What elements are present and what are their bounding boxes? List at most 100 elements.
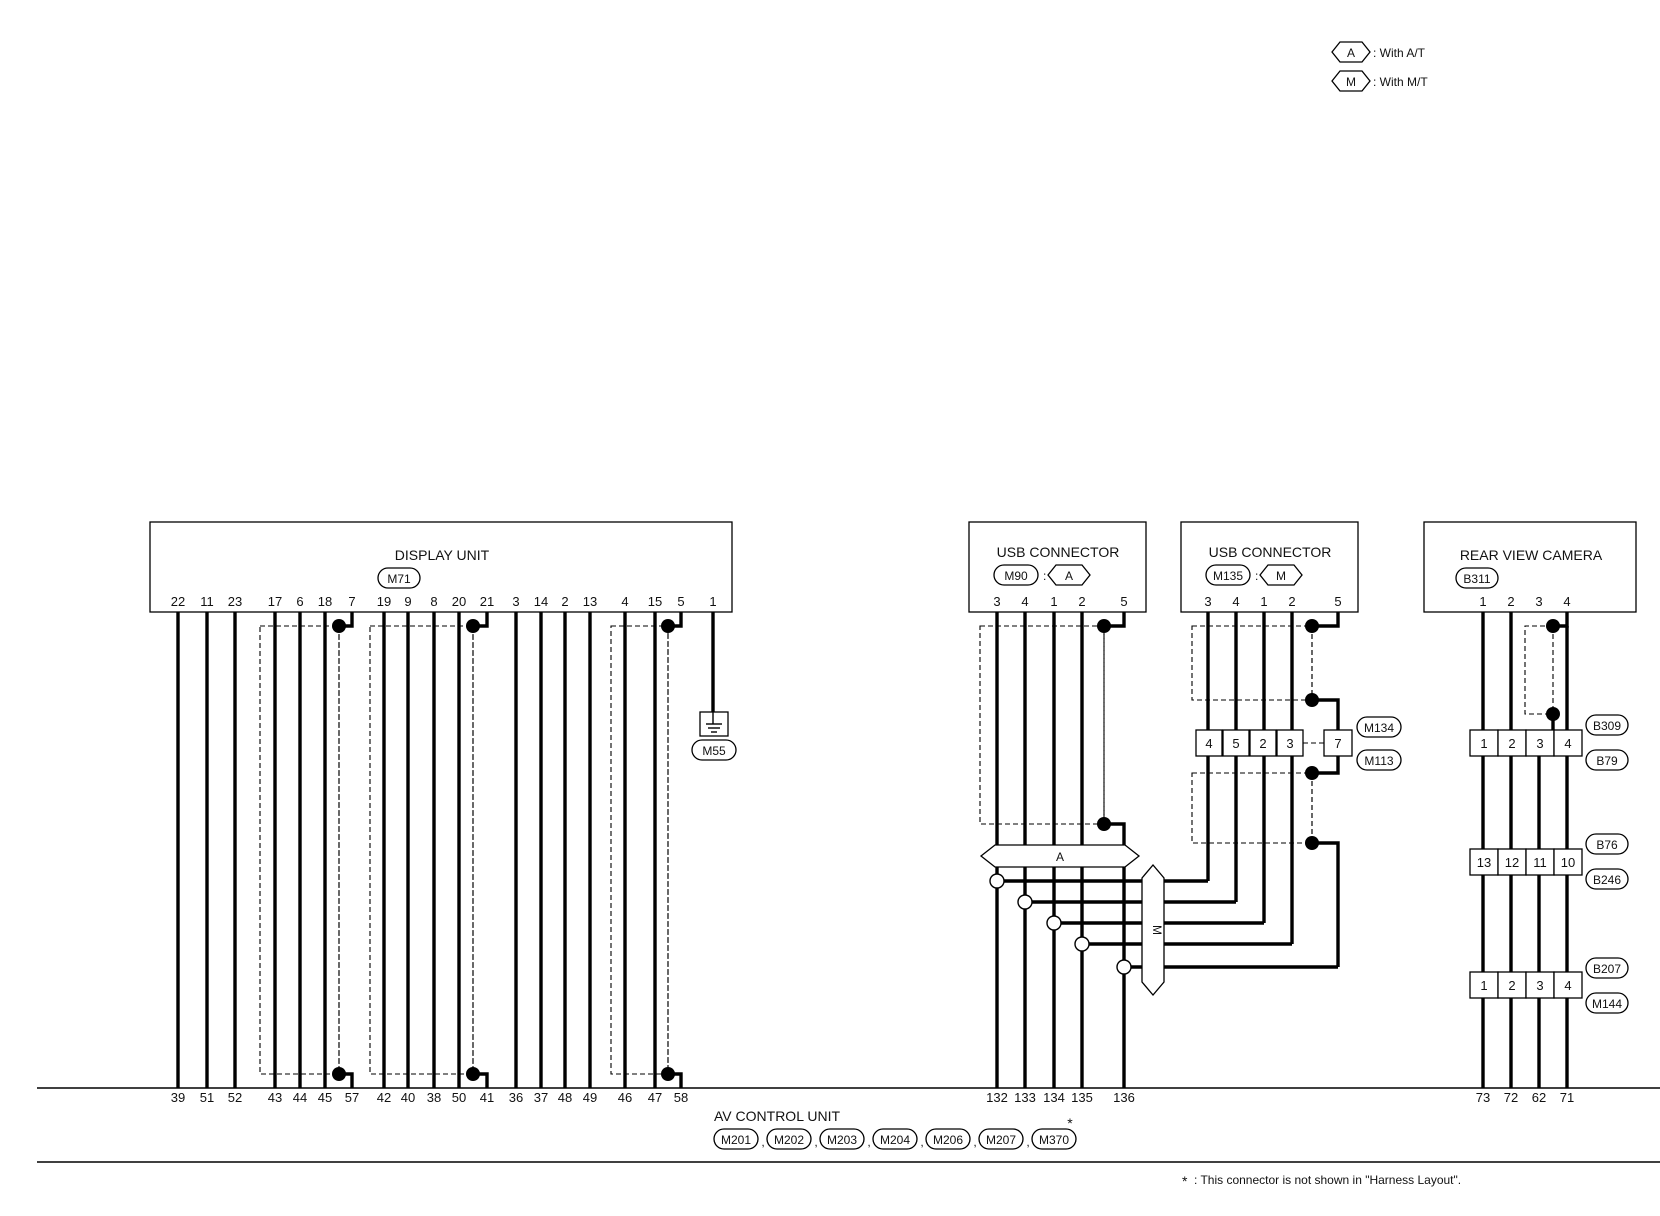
av-control-title: AV CONTROL UNIT [714, 1108, 840, 1124]
av-pin-42: 42 [377, 1090, 391, 1105]
av-connector-separator: , [814, 1135, 817, 1149]
display-unit-box [149, 521, 733, 613]
b309-pin-3: 3 [1536, 736, 1543, 751]
du-pin-14: 14 [534, 594, 548, 609]
usb-mt-pin-3: 3 [1204, 594, 1211, 609]
av-pin-47: 47 [648, 1090, 662, 1105]
legend: A : With A/T M : With M/T [1331, 41, 1428, 92]
usb-mt-pin-2: 2 [1288, 594, 1295, 609]
ground-connector: M55 [702, 744, 726, 758]
du-pin-3: 3 [512, 594, 519, 609]
splice-m-label: M [1150, 925, 1164, 935]
legend-m-hexagon [1331, 70, 1371, 92]
b309-pin-1: 1 [1480, 736, 1487, 751]
camera-title: REAR VIEW CAMERA [1460, 547, 1603, 563]
display-unit-connector: M71 [387, 572, 411, 586]
du-pin-5: 5 [677, 594, 684, 609]
cam-pin-4: 4 [1563, 594, 1570, 609]
cam-pin-1: 1 [1479, 594, 1486, 609]
av-pin-132: 132 [986, 1090, 1008, 1105]
b207-pin-2: 2 [1508, 978, 1515, 993]
cam-pin-3: 3 [1535, 594, 1542, 609]
av-pin-71: 71 [1560, 1090, 1574, 1105]
m134-pin-3: 3 [1286, 736, 1293, 751]
splice-m: M [1141, 863, 1165, 997]
av-connector-M203: M203 [827, 1133, 857, 1147]
av-pin-39: 39 [171, 1090, 185, 1105]
footnote-mark: * [1182, 1173, 1188, 1189]
splice-a: A [979, 844, 1141, 868]
usb-mt-connector: M135 [1213, 569, 1243, 583]
b79-connector: B79 [1596, 754, 1618, 768]
av-pin-49: 49 [583, 1090, 597, 1105]
camera-connector: B311 [1463, 572, 1490, 586]
m134-pin-4: 4 [1205, 736, 1212, 751]
b246-connector: B246 [1593, 873, 1621, 887]
av-pin-36: 36 [509, 1090, 523, 1105]
av-connector-oval [766, 1128, 812, 1150]
av-pin-48: 48 [558, 1090, 572, 1105]
du-pin-13: 13 [583, 594, 597, 609]
usb-mt-pin-4: 4 [1232, 594, 1239, 609]
av-connector-oval [978, 1128, 1024, 1150]
b309-connector: B309 [1593, 719, 1621, 733]
av-pin-57: 57 [345, 1090, 359, 1105]
av-connectors: M201,M202,M203,M204,M206,M207,M370* [713, 1115, 1077, 1150]
usb-mt-tag: M [1276, 569, 1286, 583]
av-pin-62: 62 [1532, 1090, 1546, 1105]
av-pin-44: 44 [293, 1090, 307, 1105]
av-connector-asterisk: * [1067, 1115, 1073, 1131]
du-pin-17: 17 [268, 594, 282, 609]
usb-at-pin-1: 1 [1050, 594, 1057, 609]
av-pin-40: 40 [401, 1090, 415, 1105]
av-connector-M370: M370 [1039, 1133, 1069, 1147]
b76-pin-10: 10 [1561, 855, 1575, 870]
du-pin-7: 7 [348, 594, 355, 609]
cam-pin-2: 2 [1507, 594, 1514, 609]
du-pin-23: 23 [228, 594, 242, 609]
legend-a-text: : With A/T [1373, 46, 1426, 60]
b76-pin-11: 11 [1533, 855, 1547, 870]
av-connector-oval [872, 1128, 918, 1150]
m113-connector: M113 [1364, 754, 1393, 768]
usb-at-pin-2: 2 [1078, 594, 1085, 609]
footnote: * : This connector is not shown in "Harn… [1182, 1173, 1461, 1189]
b76-connector: B76 [1596, 838, 1618, 852]
av-pin-50: 50 [452, 1090, 466, 1105]
b309-pin-4: 4 [1564, 736, 1571, 751]
legend-a-hexagon [1331, 41, 1371, 63]
svg-text::: : [1255, 569, 1258, 583]
av-pin-45: 45 [318, 1090, 332, 1105]
av-connector-separator: , [1026, 1135, 1029, 1149]
m134-pin-5: 5 [1232, 736, 1239, 751]
av-pin-37: 37 [534, 1090, 548, 1105]
m134-pin-2: 2 [1259, 736, 1266, 751]
du-pin-2: 2 [561, 594, 568, 609]
display-unit-connector-oval [377, 567, 421, 589]
av-connector-separator: , [867, 1135, 870, 1149]
av-connector-oval [1031, 1128, 1077, 1150]
usb-at-pin-3: 3 [993, 594, 1000, 609]
usb-at-title: USB CONNECTOR [997, 544, 1120, 560]
av-connector-separator: , [761, 1135, 764, 1149]
av-connector-M207: M207 [986, 1133, 1016, 1147]
usb-at-connector: M90 [1004, 569, 1028, 583]
usb-mt-title: USB CONNECTOR [1209, 544, 1332, 560]
av-connector-oval [925, 1128, 971, 1150]
du-pin-9: 9 [404, 594, 411, 609]
av-pin-52: 52 [228, 1090, 242, 1105]
du-pin-18: 18 [318, 594, 332, 609]
b207-connector: B207 [1593, 962, 1621, 976]
du-pin-19: 19 [377, 594, 391, 609]
m134-connector: M134 [1364, 721, 1394, 735]
rear-view-camera: REAR VIEW CAMERA B311 1 2 3 4 [1423, 521, 1637, 613]
av-pin-43: 43 [268, 1090, 282, 1105]
